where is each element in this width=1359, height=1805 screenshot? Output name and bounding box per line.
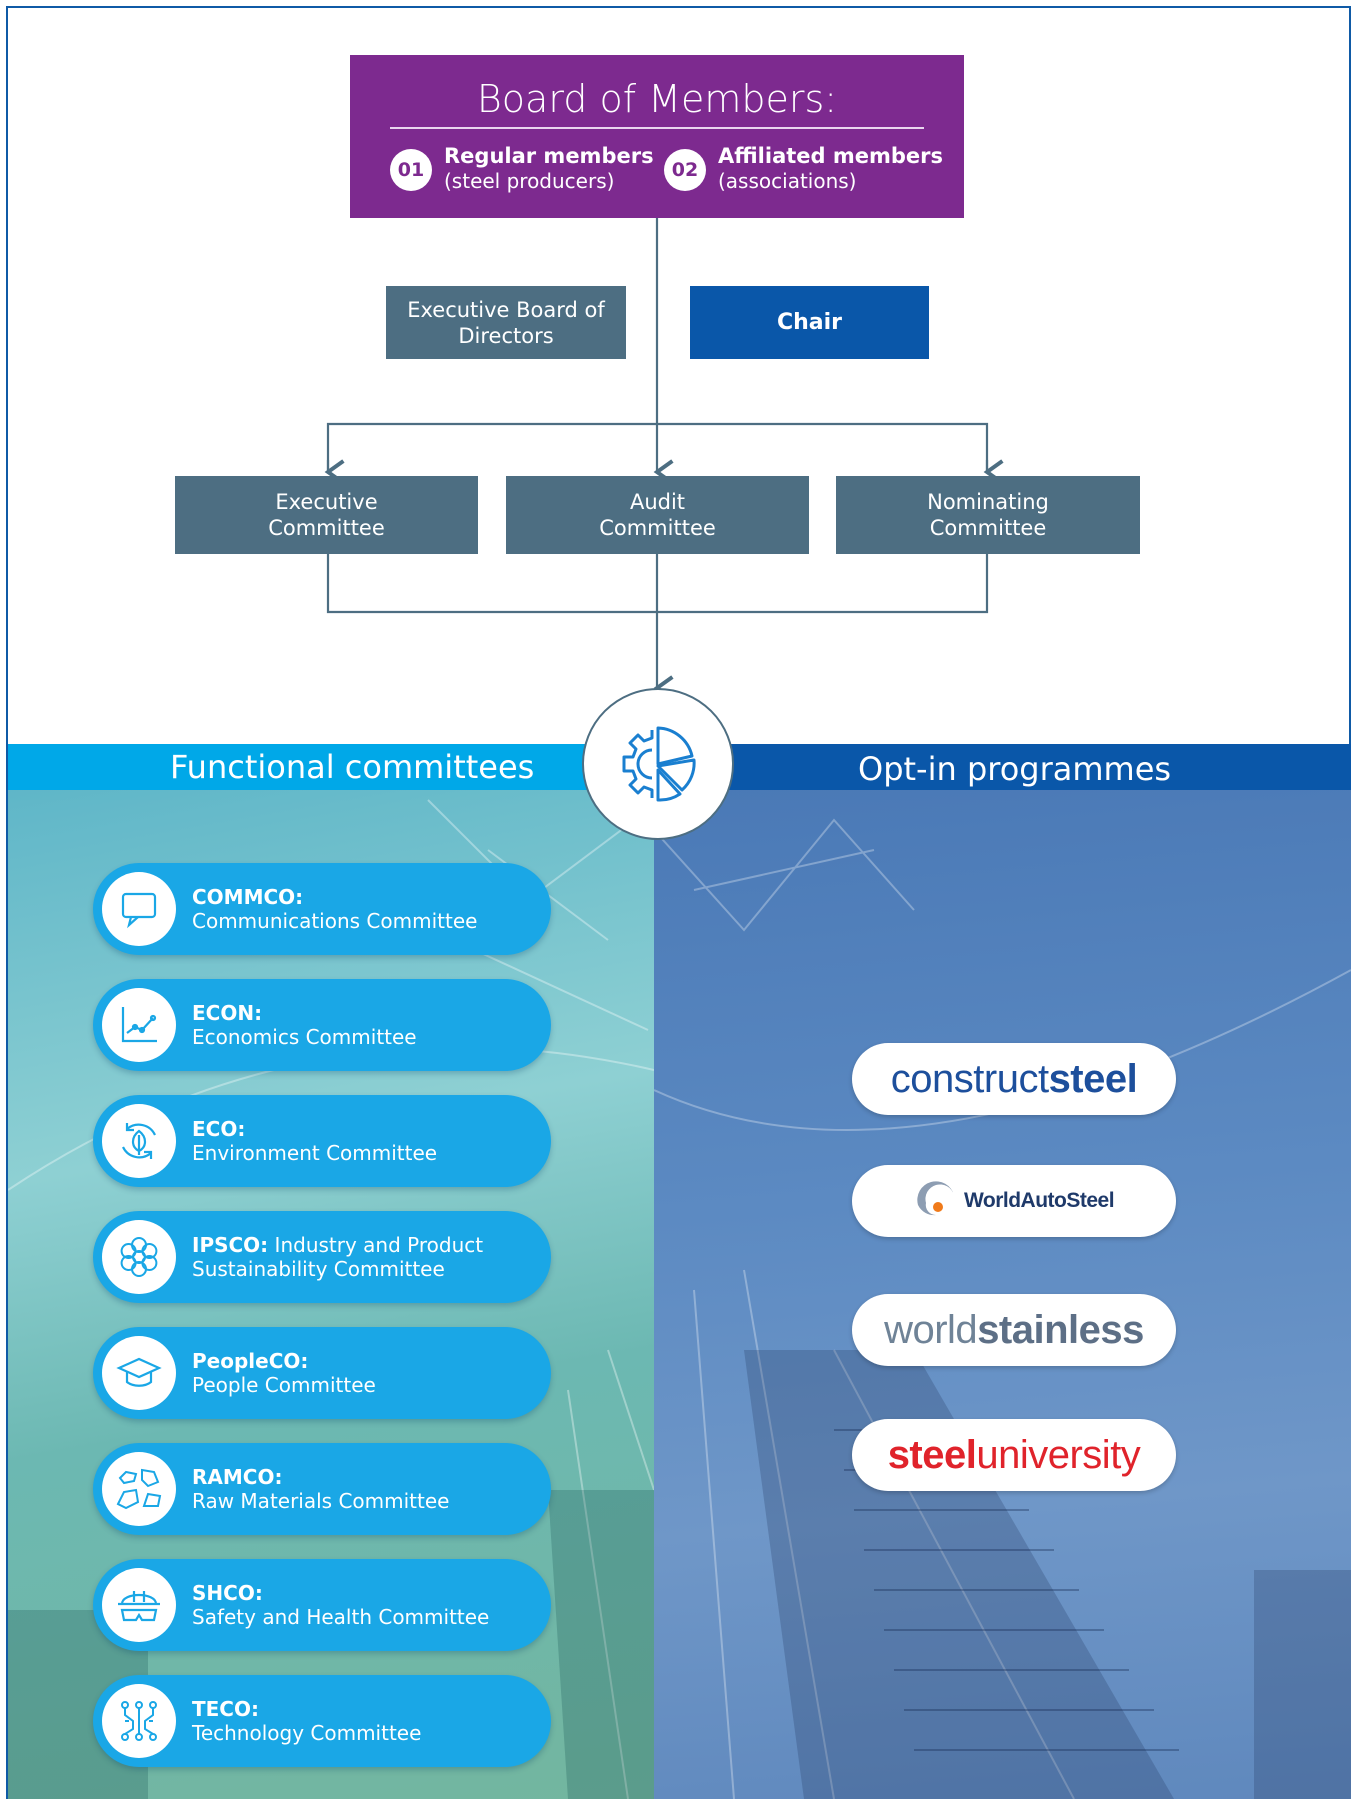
committee-shco[interactable]: SHCO:Safety and Health Committee xyxy=(93,1559,551,1651)
atrium-photo-right xyxy=(654,818,1351,1799)
committee-abbr: ECON: xyxy=(192,1001,263,1025)
chair-box: Chair xyxy=(690,286,929,359)
member-name: Affiliated members xyxy=(718,144,944,168)
executive-board-box: Executive Board of Directors xyxy=(386,286,626,359)
committee-abbr: PeopleCO: xyxy=(192,1349,309,1373)
committee-name: Raw Materials Committee xyxy=(192,1489,450,1513)
committee-abbr: ECO: xyxy=(192,1117,246,1141)
gear-pie-icon xyxy=(582,688,734,840)
logo-text: construct xyxy=(890,1056,1049,1101)
executive-committee-box: Executive Committee xyxy=(175,476,478,554)
graduation-cap-icon xyxy=(102,1336,176,1410)
recycle-leaf-icon xyxy=(102,1104,176,1178)
committee-peopleco[interactable]: PeopleCO:People Committee xyxy=(93,1327,551,1419)
committee-ipsco[interactable]: IPSCO: Industry and Product Sustainabili… xyxy=(93,1211,551,1303)
member-affiliated: 02 Affiliated members (associations) xyxy=(664,143,943,193)
circuit-icon xyxy=(102,1684,176,1758)
committee-econ[interactable]: ECON:Economics Committee xyxy=(93,979,551,1071)
member-regular: 01 Regular members (steel producers) xyxy=(390,143,654,193)
committee-name: Safety and Health Committee xyxy=(192,1605,490,1629)
worldautosteel-logo[interactable]: WorldAutoSteel xyxy=(852,1165,1176,1237)
committee-name: Technology Committee xyxy=(192,1721,422,1745)
board-divider xyxy=(390,127,924,129)
committee-commco[interactable]: COMMCO:Communications Committee xyxy=(93,863,551,955)
member-sub: (steel producers) xyxy=(444,169,615,193)
rocks-icon xyxy=(102,1452,176,1526)
committee-ramco[interactable]: RAMCO:Raw Materials Committee xyxy=(93,1443,551,1535)
committee-name: People Committee xyxy=(192,1373,376,1397)
committee-name: Environment Committee xyxy=(192,1141,438,1165)
committee-name: Economics Committee xyxy=(192,1025,417,1049)
member-sub: (associations) xyxy=(718,169,857,193)
logo-text-bold: steel xyxy=(887,1432,977,1477)
flower-icon xyxy=(102,1220,176,1294)
optin-background xyxy=(654,790,1351,1799)
committee-eco[interactable]: ECO:Environment Committee xyxy=(93,1095,551,1187)
worldstainless-logo[interactable]: worldstainless xyxy=(852,1294,1176,1366)
member-number: 02 xyxy=(664,149,706,191)
member-name: Regular members xyxy=(444,144,654,168)
committee-name: Industry and Product Sustainability Comm… xyxy=(192,1233,484,1281)
committee-name: Communications Committee xyxy=(192,909,478,933)
optin-programmes-header: Opt-in programmes xyxy=(654,744,1351,790)
logo-text-bold: steel xyxy=(1048,1056,1138,1101)
committee-abbr: SHCO: xyxy=(192,1581,263,1605)
committee-teco[interactable]: TECO:Technology Committee xyxy=(93,1675,551,1767)
committee-abbr: RAMCO: xyxy=(192,1465,283,1489)
hard-hat-icon xyxy=(102,1568,176,1642)
speech-bubble-icon xyxy=(102,872,176,946)
line-chart-icon xyxy=(102,988,176,1062)
constructsteel-logo[interactable]: constructsteel xyxy=(852,1043,1176,1115)
worldautosteel-swirl-icon xyxy=(917,1181,954,1216)
nominating-committee-box: Nominating Committee xyxy=(836,476,1140,554)
steeluniversity-logo[interactable]: steeluniversity xyxy=(852,1419,1176,1491)
member-number: 01 xyxy=(390,149,432,191)
logo-text: world xyxy=(884,1307,978,1352)
audit-committee-box: Audit Committee xyxy=(506,476,809,554)
committee-abbr: COMMCO: xyxy=(192,885,304,909)
board-title: Board of Members: xyxy=(476,77,838,121)
board-of-members: Board of Members: 01 Regular members (st… xyxy=(350,55,964,218)
logo-text-bold: stainless xyxy=(977,1307,1144,1352)
logo-text: WorldAutoSteel xyxy=(963,1189,1115,1212)
committee-abbr: TECO: xyxy=(192,1697,259,1721)
logo-text: university xyxy=(976,1432,1141,1477)
functional-committees-header: Functional committees xyxy=(8,744,654,790)
committee-abbr: IPSCO: xyxy=(192,1233,269,1257)
